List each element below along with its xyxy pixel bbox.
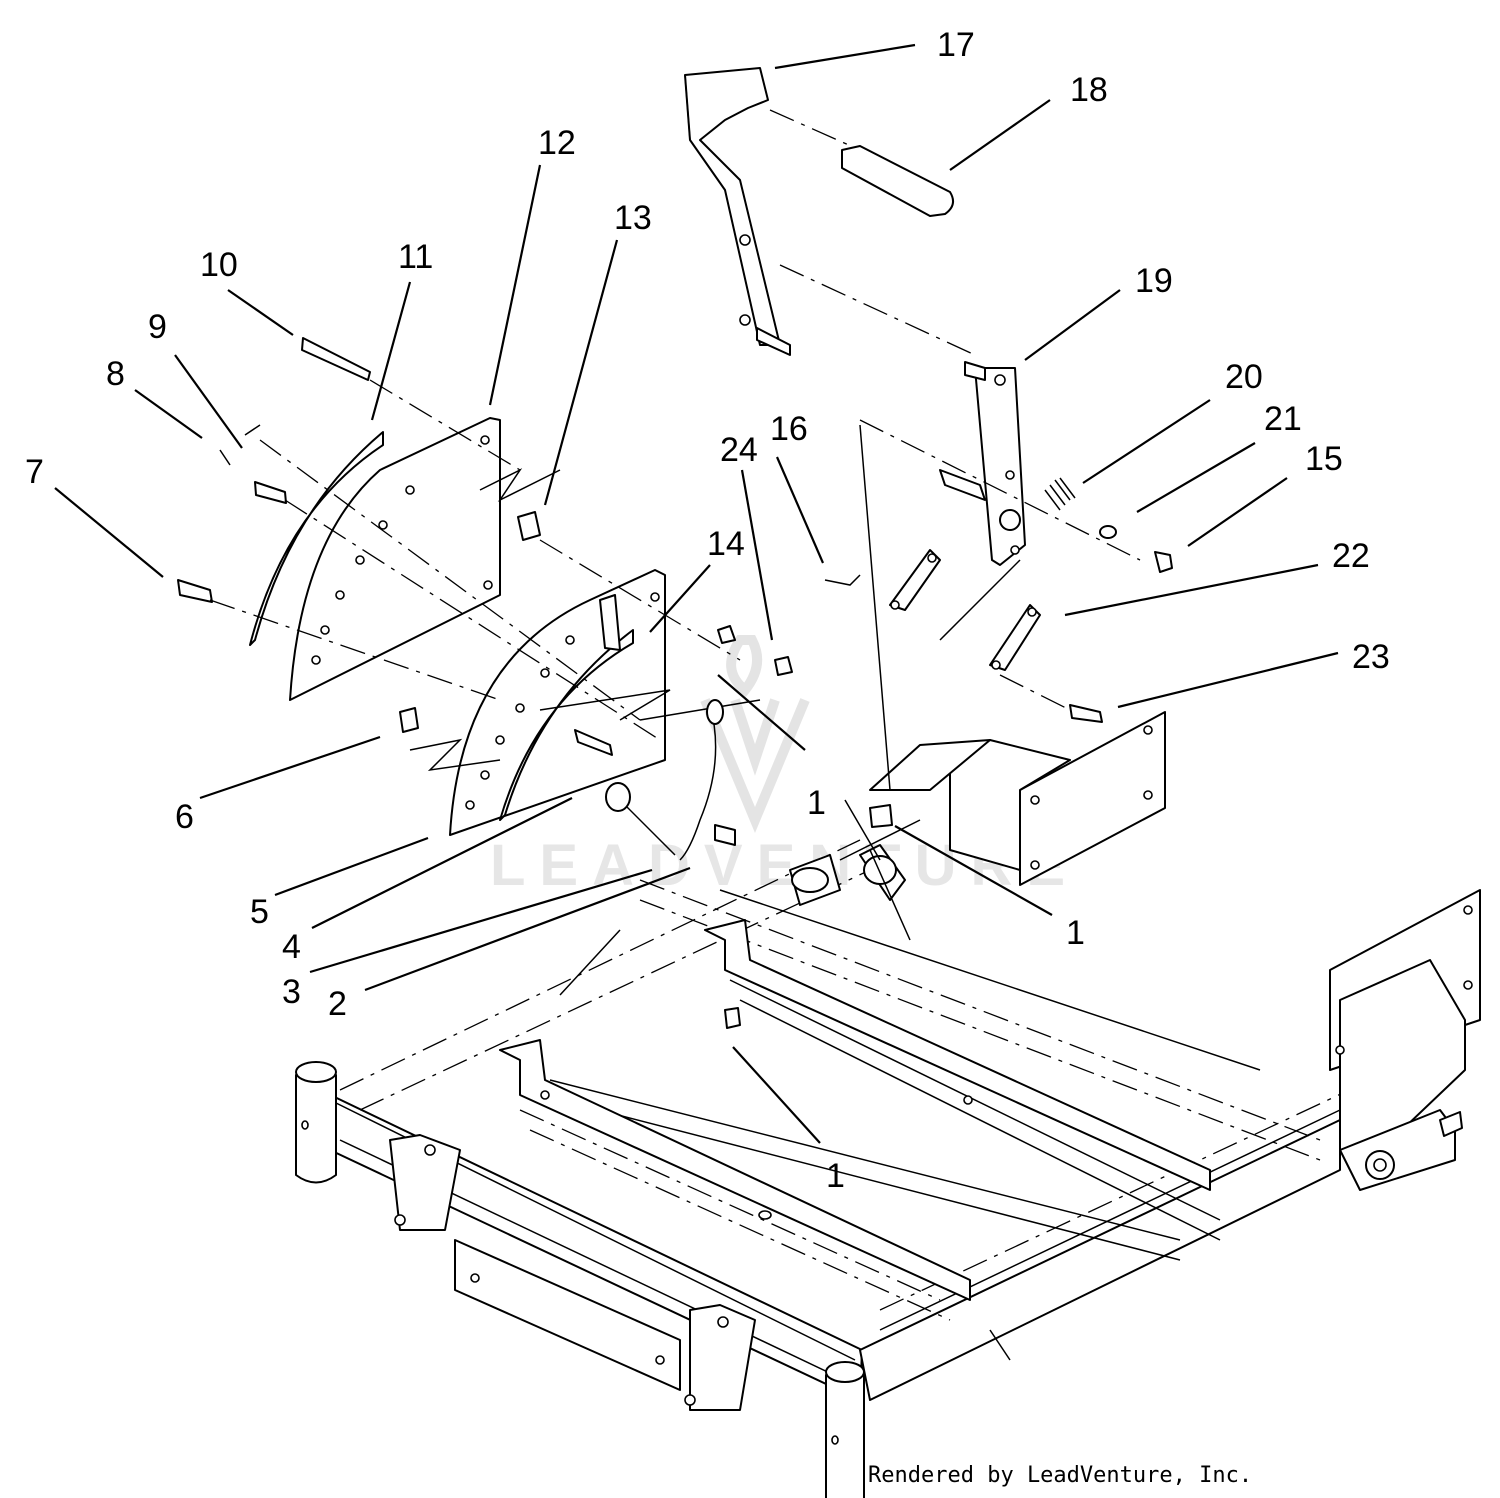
callout-17: 17 [774,26,975,70]
callout-17-label: 17 [937,26,975,64]
callout-13: 13 [543,199,652,506]
callout-1b-label: 1 [1066,914,1085,952]
callout-1c: 1 [732,1046,845,1195]
callout-19-label: 19 [1135,262,1173,300]
callout-19: 19 [1024,262,1173,361]
callout-1b: 1 [894,825,1085,952]
callout-11-label: 11 [398,238,433,276]
callout-16-label: 16 [770,410,808,448]
callout-8: 8 [106,355,203,439]
callout-12-label: 12 [538,124,576,162]
callout-15-label: 15 [1305,440,1343,478]
callout-2: 2 [328,866,691,1023]
quadrant-assembly [177,337,911,1029]
callout-21: 21 [1136,400,1302,513]
callout-2-label: 2 [328,985,347,1023]
callout-23: 23 [1117,638,1390,709]
callout-22-label: 22 [1332,537,1370,575]
callout-18-label: 18 [1070,71,1108,109]
callout-10-label: 10 [200,246,238,284]
callout-10: 10 [200,246,294,336]
callout-12: 12 [488,124,576,406]
callout-4: 4 [282,797,573,966]
callout-22: 22 [1064,537,1370,617]
callout-1a-label: 1 [807,784,826,822]
callout-5-label: 5 [250,893,269,931]
callout-20: 20 [1082,358,1263,484]
callout-3: 3 [282,868,653,1011]
callout-9-label: 9 [148,308,167,346]
callout-14-label: 14 [707,525,745,563]
lever-assembly [684,67,1173,791]
callout-6-label: 6 [175,798,194,836]
callout-9: 9 [148,308,243,449]
chassis-frame [295,711,1481,1498]
callout-24: 24 [720,431,774,641]
callout-14: 14 [649,525,745,633]
render-credit: Rendered by LeadVenture, Inc. [868,1463,1252,1488]
callout-1c-label: 1 [826,1157,845,1195]
callout-15: 15 [1187,440,1343,547]
callout-3-label: 3 [282,973,301,1011]
callout-13-label: 13 [614,199,652,237]
callout-8-label: 8 [106,355,125,393]
leadventure-logo [700,635,810,833]
callout-11: 11 [370,238,433,421]
callout-4-label: 4 [282,928,301,966]
callout-6: 6 [175,735,381,836]
callout-5: 5 [250,836,429,931]
callout-7-label: 7 [25,453,44,491]
callout-7: 7 [25,453,164,578]
callout-16: 16 [770,410,825,564]
callouts: 17 18 12 13 10 11 19 9 8 20 21 24 16 15 … [25,26,1390,1195]
callout-20-label: 20 [1225,358,1263,396]
callout-1a: 1 [717,674,826,822]
callout-23-label: 23 [1352,638,1390,676]
callout-21-label: 21 [1264,400,1302,438]
callout-24-label: 24 [720,431,758,469]
callout-18: 18 [949,71,1108,171]
